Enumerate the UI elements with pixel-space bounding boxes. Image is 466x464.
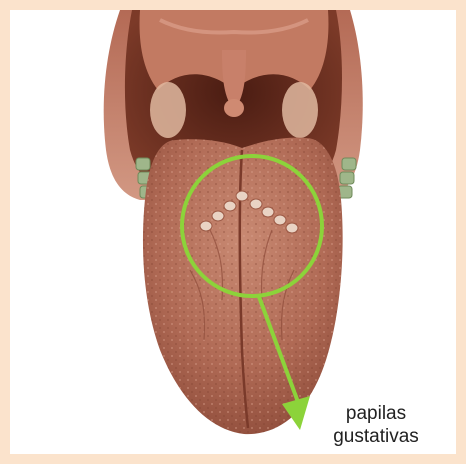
illustration-panel: papilas gustativas [10,10,456,454]
tongue-anatomy-illustration [10,10,456,454]
label-line-2: gustativas [306,425,446,448]
label-line-1: papilas [306,402,446,425]
papillae-label: papilas gustativas [306,402,446,448]
